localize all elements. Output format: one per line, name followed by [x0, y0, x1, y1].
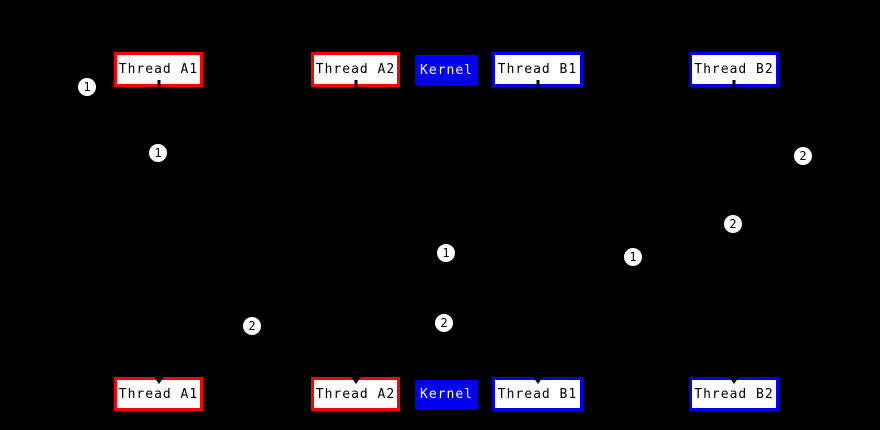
thread-a2-bottom-box: Thread A2: [311, 377, 400, 411]
actor-label: Thread A1: [118, 386, 199, 402]
lifeline-stub-icon: [157, 80, 160, 87]
step-marker-1: 1: [149, 144, 167, 162]
actor-label: Thread B1: [497, 386, 578, 402]
actor-label: Thread A2: [315, 386, 396, 402]
step-marker-1: 1: [78, 78, 96, 96]
lifeline-arrowhead-icon: [729, 377, 739, 384]
actor-label: Thread A1: [118, 62, 199, 77]
thread-b2-top-box: Thread B2: [689, 52, 779, 87]
step-marker-label: 2: [440, 316, 448, 330]
thread-a2-top-box: Thread A2: [311, 52, 400, 87]
actor-label: Kernel: [420, 62, 473, 78]
lifeline-arrowhead-icon: [153, 377, 164, 384]
actor-label: Kernel: [420, 387, 473, 402]
thread-a1-bottom-box: Thread A1: [114, 377, 203, 411]
lifeline-stub-icon: [732, 80, 736, 87]
thread-b1-bottom-box: Thread B1: [492, 377, 583, 411]
step-marker-label: 2: [248, 319, 256, 333]
lifeline-stub-icon: [536, 80, 539, 87]
step-marker-label: 1: [154, 146, 162, 160]
step-marker-label: 2: [729, 217, 737, 231]
step-marker-1: 1: [437, 244, 455, 262]
kernel-bottom-box: Kernel: [415, 380, 478, 409]
thread-a1-top-box: Thread A1: [114, 52, 203, 87]
lifeline-arrowhead-icon: [532, 377, 543, 384]
kernel-top-box: Kernel: [415, 55, 478, 85]
step-marker-label: 1: [83, 80, 91, 94]
actor-label: Thread B2: [694, 62, 774, 77]
step-marker-2: 2: [724, 215, 742, 233]
step-marker-1: 1: [624, 248, 642, 266]
lifeline-stub-icon: [354, 80, 357, 87]
thread-b2-bottom-box: Thread B2: [689, 377, 779, 411]
actor-label: Thread A2: [315, 62, 396, 77]
lifeline-arrowhead-icon: [350, 377, 361, 384]
actor-label: Thread B1: [497, 62, 578, 77]
step-marker-2: 2: [243, 317, 261, 335]
step-marker-label: 1: [629, 250, 637, 264]
step-marker-label: 2: [799, 149, 807, 163]
step-marker-2: 2: [435, 314, 453, 332]
actor-label: Thread B2: [694, 386, 774, 402]
step-marker-label: 1: [442, 246, 450, 260]
thread-b1-top-box: Thread B1: [492, 52, 583, 87]
step-marker-2: 2: [794, 147, 812, 165]
